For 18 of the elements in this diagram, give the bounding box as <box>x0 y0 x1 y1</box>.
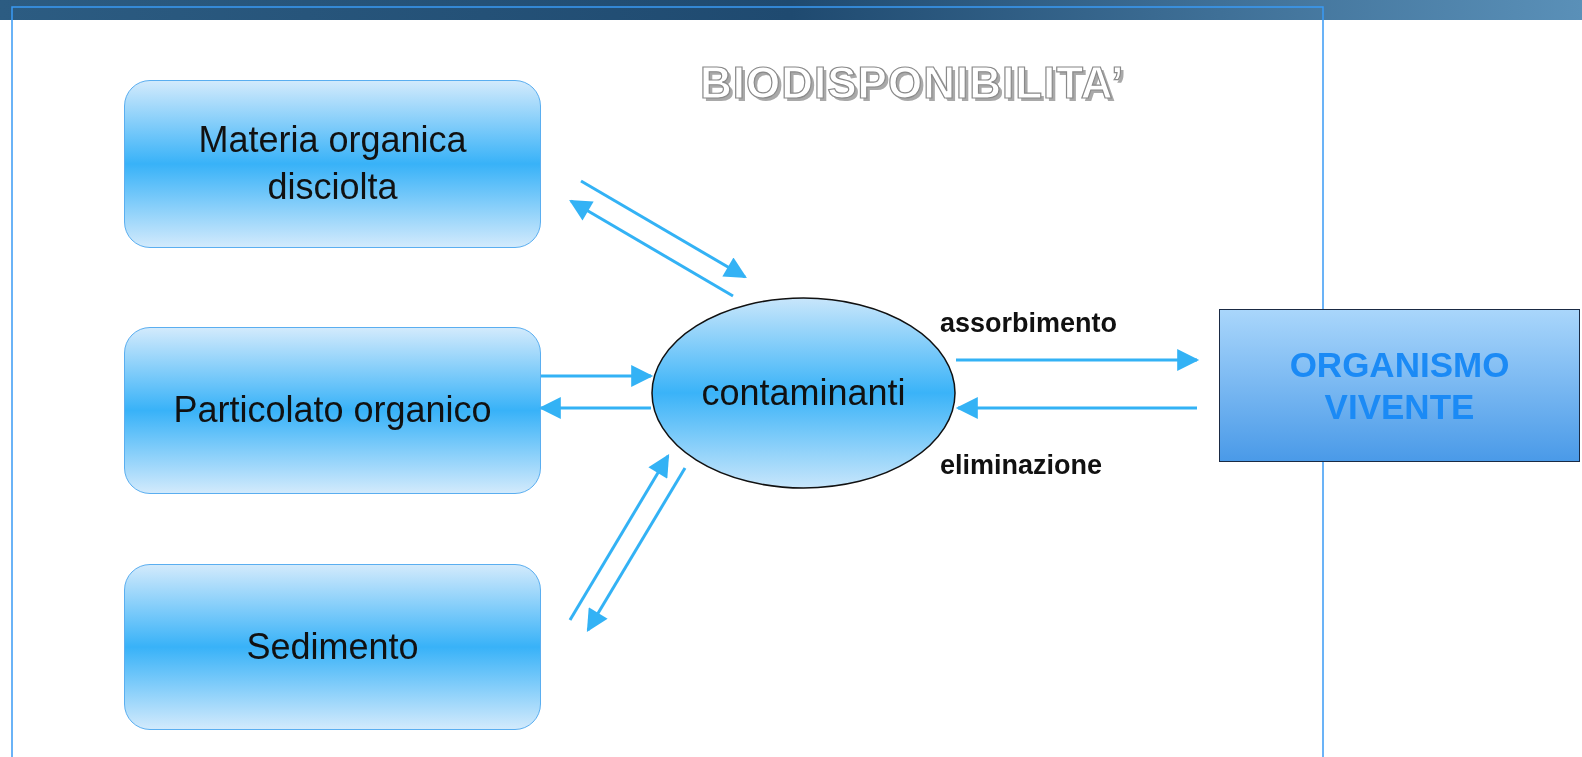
arrow <box>955 397 1197 419</box>
arrow <box>541 365 654 387</box>
rounded-box <box>124 564 541 730</box>
node-label: Sedimento <box>246 624 419 669</box>
title: BIODISPONIBILITA’ <box>700 58 1125 108</box>
rounded-box <box>124 80 541 248</box>
arrow <box>568 454 670 621</box>
arrow <box>956 349 1200 371</box>
arrow <box>586 467 687 632</box>
rectangle-box <box>1219 309 1580 462</box>
node-label: Particolato organico <box>173 388 492 433</box>
arrow <box>538 397 651 419</box>
node-label: contaminanti <box>701 370 906 415</box>
rounded-box <box>124 327 541 494</box>
node-label: ORGANISMO VIVENTE <box>1288 343 1511 428</box>
arrow <box>580 179 747 279</box>
node-label: Materia organica disciolta <box>197 118 468 209</box>
arrow <box>569 199 734 298</box>
